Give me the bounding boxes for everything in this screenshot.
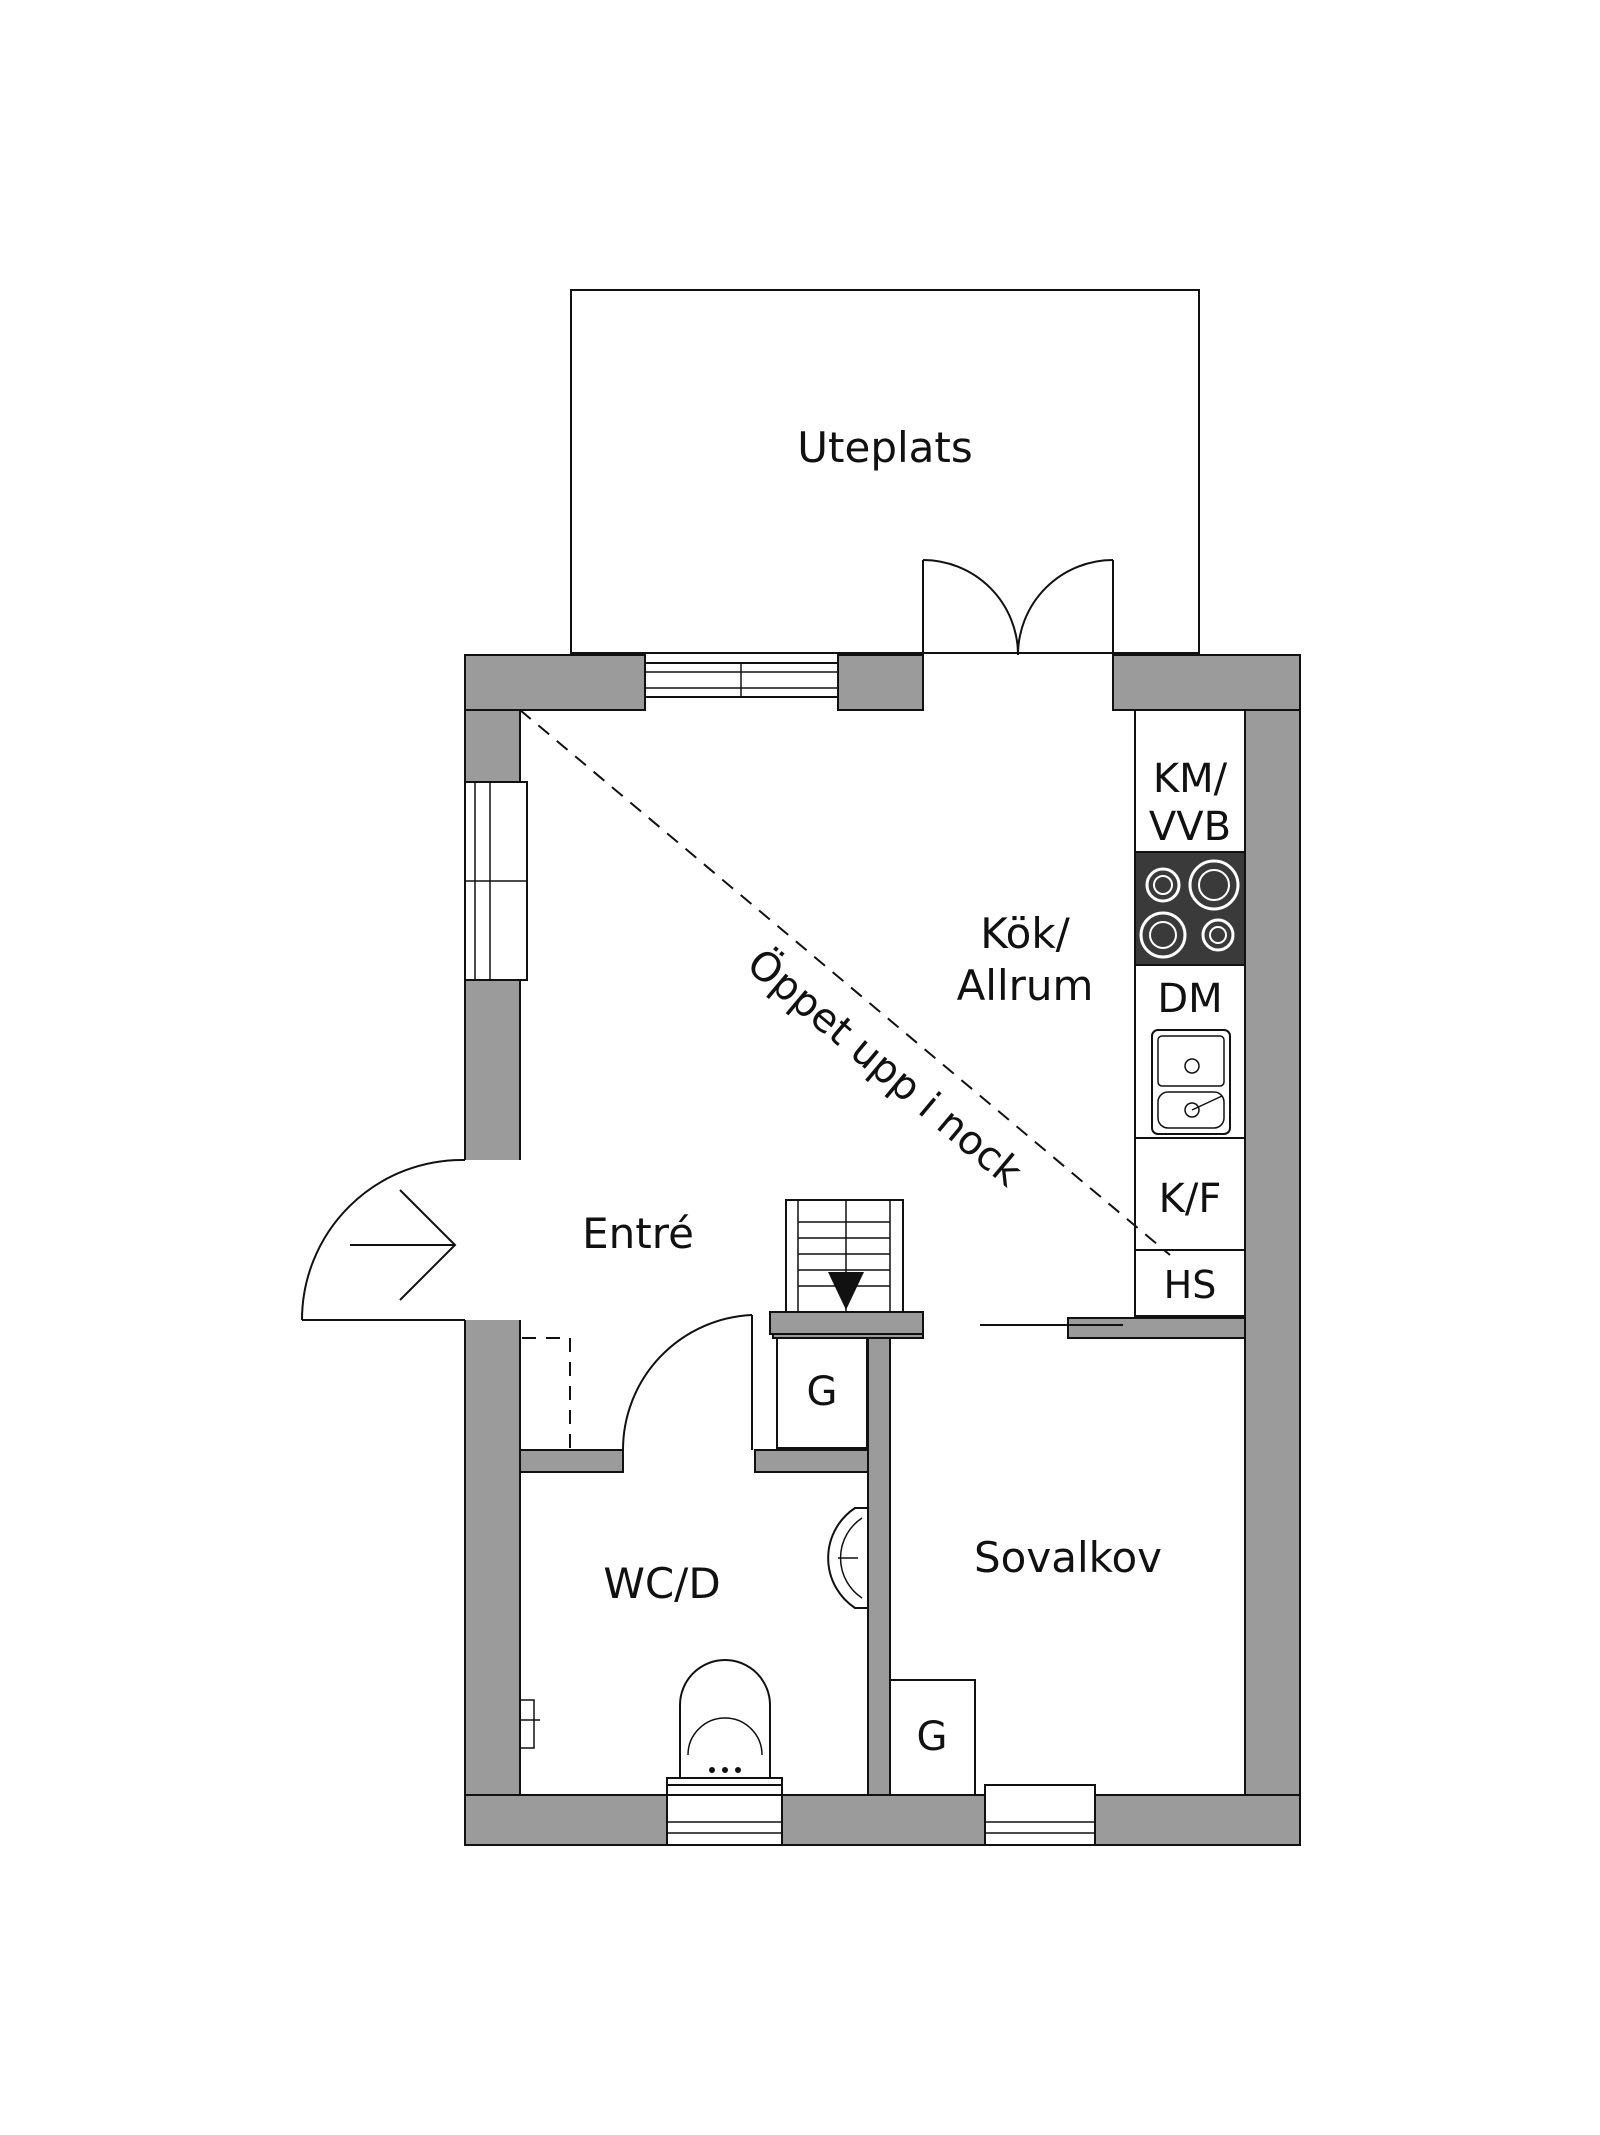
appliance-kf: K/F: [1159, 1176, 1222, 1222]
room-label-kok-1: Kök/: [980, 909, 1070, 958]
appliance-vvb: VVB: [1149, 804, 1231, 850]
kitchen-counter: [1134, 709, 1246, 1317]
appliance-dm: DM: [1157, 976, 1222, 1022]
entrance-arrow-icon: [350, 1189, 457, 1301]
closet-bedroom: [889, 1679, 976, 1796]
paper-holder-icon: [519, 1699, 540, 1749]
stove-icon: [1134, 851, 1246, 966]
appliance-hs: HS: [1164, 1263, 1217, 1307]
outer-walls: [464, 654, 1301, 1846]
open-ceiling-line: [519, 709, 1171, 1256]
stair-down-arrow-icon: [828, 1272, 864, 1310]
wash-basin: [827, 1507, 869, 1609]
sink-icon: [1151, 1029, 1231, 1135]
windows: [464, 662, 1096, 1846]
staircase: [769, 1199, 924, 1335]
coat-area: [522, 1337, 571, 1450]
window-bedroom: [984, 1784, 1096, 1846]
room-label-entre: Entré: [582, 1209, 694, 1258]
room-label-uteplats: Uteplats: [797, 423, 972, 472]
closet-hall: [776, 1337, 868, 1449]
wc-door[interactable]: [621, 1314, 753, 1451]
closet-bedroom-label: G: [917, 1714, 948, 1760]
toilet-icon: [666, 1659, 783, 1796]
entrance-door[interactable]: [301, 1158, 528, 1321]
appliance-km: KM/: [1153, 756, 1228, 802]
sliding-door[interactable]: [980, 1318, 1123, 1332]
room-label-sovalkov: Sovalkov: [974, 1533, 1162, 1582]
room-label-kok-2: Allrum: [957, 961, 1094, 1010]
room-label-wc: WC/D: [603, 1559, 720, 1608]
terrace-outline: [570, 289, 1200, 654]
closet-hall-label: G: [807, 1369, 838, 1415]
terrace-door[interactable]: [922, 559, 1114, 656]
